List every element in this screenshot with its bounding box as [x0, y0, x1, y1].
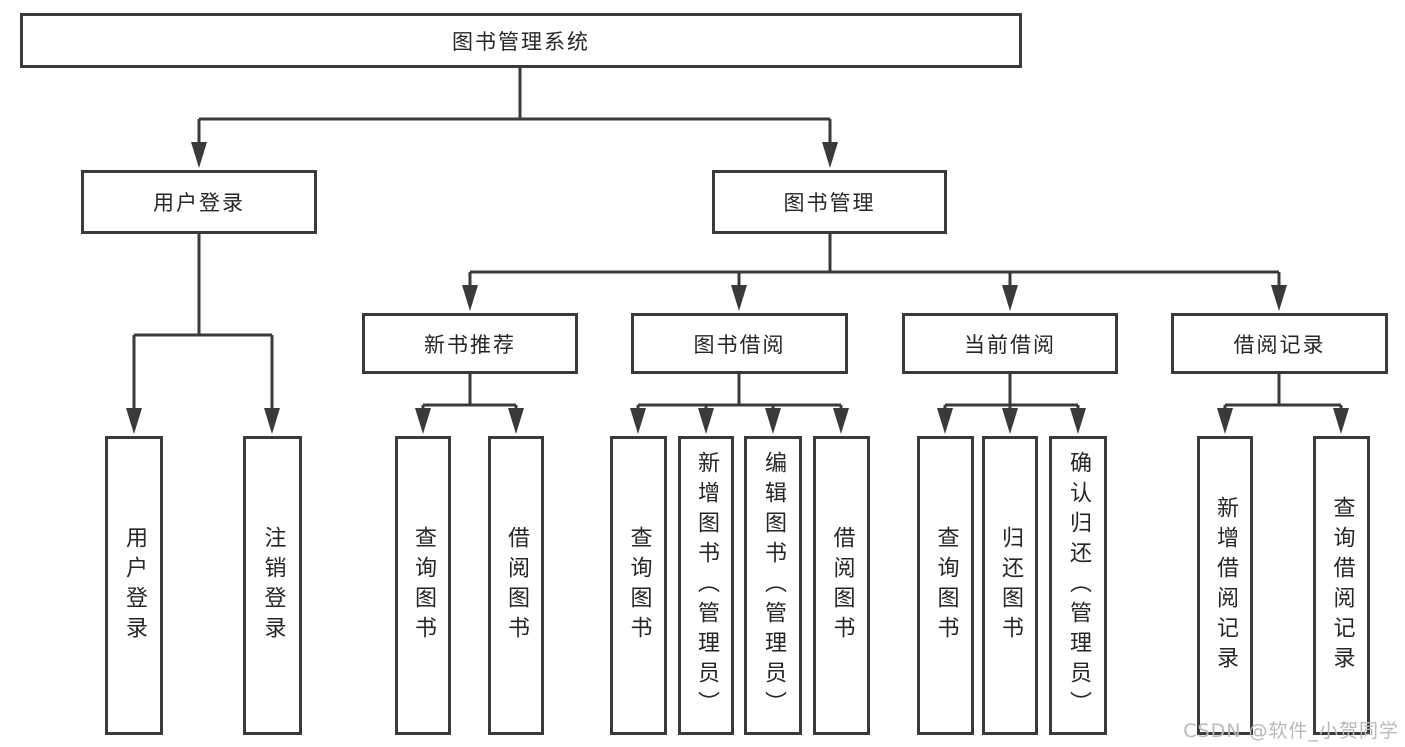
- leaf-query-borrow-record: 查询借阅记录: [1313, 436, 1370, 735]
- connector-paths: [132, 68, 1343, 412]
- leaf-user-login: 用户登录: [105, 436, 163, 735]
- node-root-system: 图书管理系统: [20, 13, 1022, 68]
- node-current-borrowing: 当前借阅: [902, 313, 1118, 374]
- node-borrowing-records: 借阅记录: [1171, 313, 1388, 374]
- leaf-logout: 注销登录: [243, 436, 302, 735]
- node-book-management-module: 图书管理: [712, 170, 947, 234]
- leaf-confirm-return-admin: 确认归还（管理员）: [1049, 436, 1107, 735]
- node-new-book-recommendation: 新书推荐: [362, 313, 578, 374]
- leaf-add-borrow-record: 新增借阅记录: [1197, 436, 1253, 735]
- leaf-query-books-current: 查询图书: [917, 436, 974, 735]
- leaf-query-books-recommend: 查询图书: [395, 436, 451, 735]
- leaf-borrow-books: 借阅图书: [813, 436, 870, 735]
- node-book-borrowing: 图书借阅: [631, 313, 848, 374]
- node-user-login-module: 用户登录: [81, 170, 317, 234]
- leaf-query-books-borrowing: 查询图书: [610, 436, 667, 735]
- leaf-borrow-books-recommend: 借阅图书: [488, 436, 544, 735]
- leaf-return-books: 归还图书: [982, 436, 1038, 735]
- arrowheads: [126, 142, 1349, 434]
- csdn-watermark: CSDN @软件_小贺同学: [1183, 720, 1399, 742]
- leaf-add-books-admin: 新增图书（管理员）: [678, 436, 734, 735]
- leaf-edit-books-admin: 编辑图书（管理员）: [744, 436, 802, 735]
